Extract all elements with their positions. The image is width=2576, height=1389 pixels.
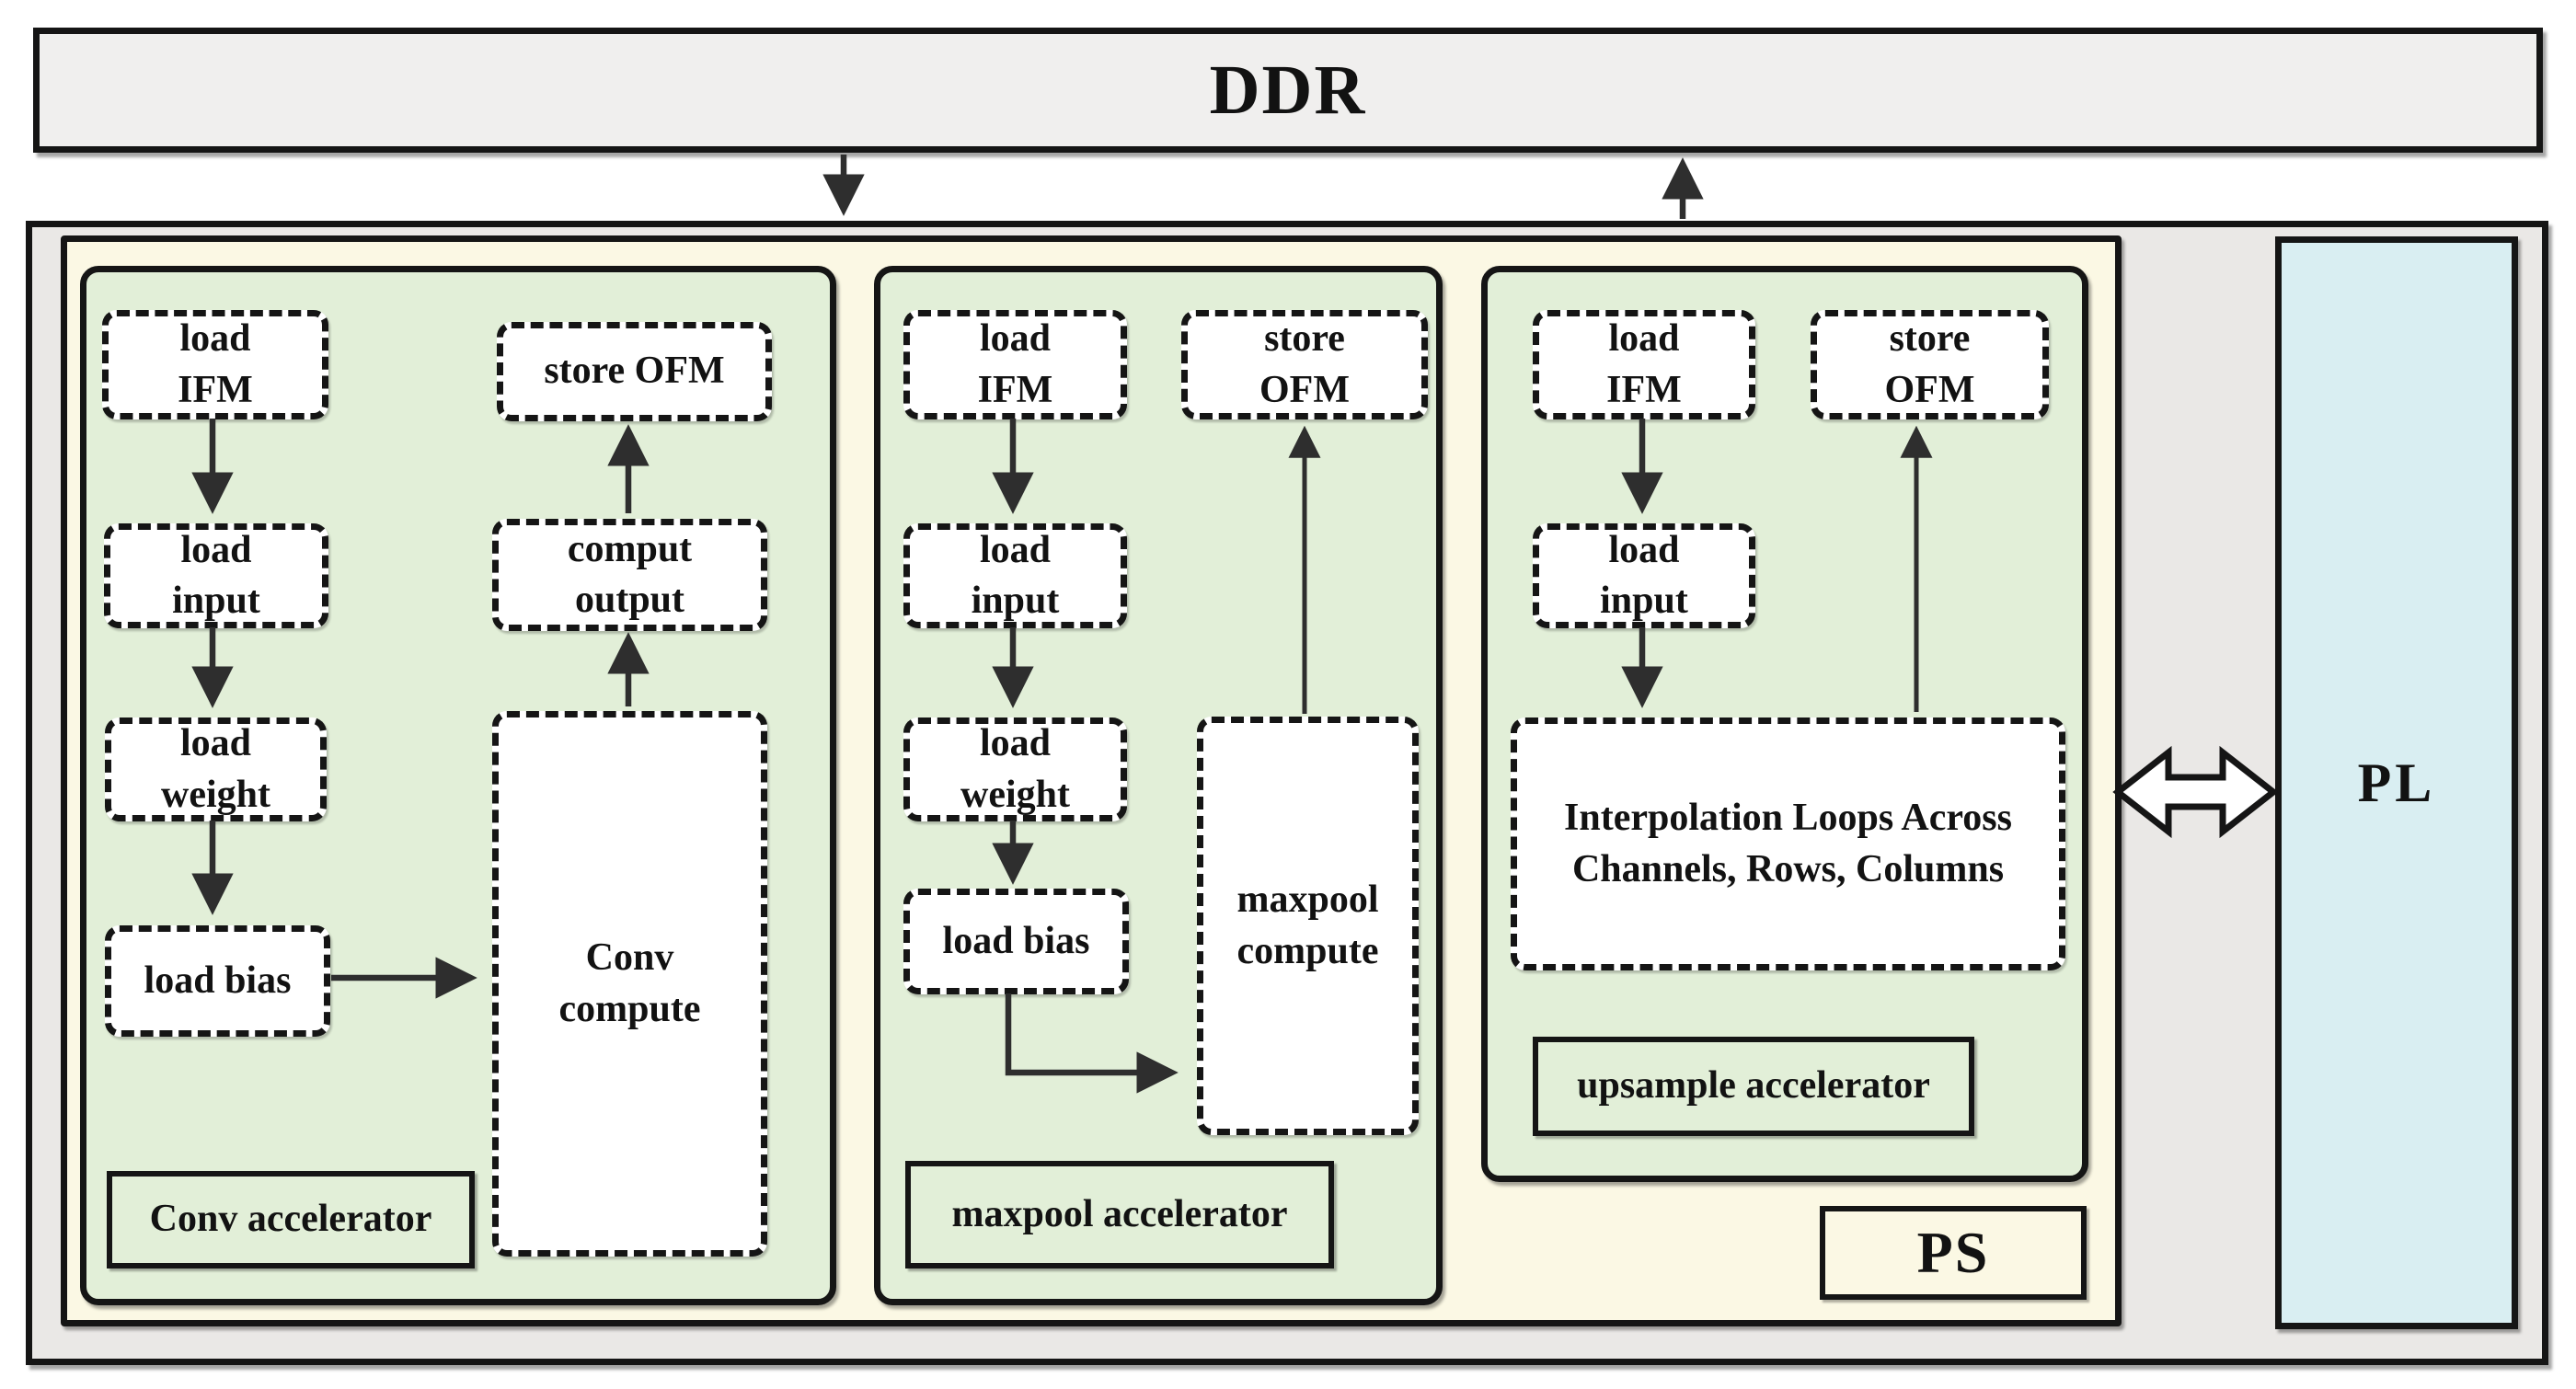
conv-accelerator-title-box: Conv accelerator [107,1171,475,1268]
maxpool-compute-box: maxpool compute [1197,717,1419,1135]
maxpool-load-weight-label: load weight [960,722,1070,816]
upsample-accelerator-title-box: upsample accelerator [1533,1037,1974,1136]
upsample-load-input-box: load input [1533,523,1755,628]
maxpool-accelerator-panel: load IFM store OFM load input load weigh… [874,266,1443,1305]
maxpool-load-weight-box: load weight [903,717,1127,821]
ps-label: PS [1916,1220,1990,1285]
conv-load-input-label: load input [172,528,260,622]
conv-comput-output-label: comput output [567,527,693,621]
conv-load-input-box: load input [104,523,328,628]
ps-label-box: PS [1820,1206,2087,1300]
maxpool-load-ifm-box: load IFM [903,310,1127,419]
upsample-accelerator-title: upsample accelerator [1577,1064,1930,1108]
conv-load-weight-box: load weight [105,717,327,821]
maxpool-load-input-box: load input [903,523,1127,628]
conv-load-ifm-label: load IFM [178,317,253,411]
upsample-store-ofm-box: store OFM [1811,310,2049,419]
maxpool-load-ifm-label: load IFM [977,317,1053,411]
ddr-box: DDR [33,28,2543,153]
conv-store-ofm-box: store OFM [497,322,772,421]
pl-box: PL [2275,236,2518,1329]
maxpool-load-bias-box: load bias [903,889,1129,994]
conv-load-bias-label: load bias [144,959,292,1002]
upsample-interpolation-box: Interpolation Loops Across Channels, Row… [1511,717,2065,970]
conv-store-ofm-label: store OFM [544,350,725,393]
upsample-load-input-label: load input [1600,528,1688,622]
conv-accelerator-title: Conv accelerator [149,1198,432,1241]
conv-load-weight-label: load weight [161,722,270,816]
maxpool-store-ofm-label: store OFM [1259,317,1350,411]
maxpool-compute-label: maxpool compute [1236,878,1379,972]
maxpool-accelerator-title-box: maxpool accelerator [905,1161,1334,1268]
conv-accelerator-panel: load IFM store OFM load input comput out… [80,266,836,1305]
upsample-store-ofm-label: store OFM [1884,317,1975,411]
conv-load-ifm-box: load IFM [102,310,328,419]
upsample-interpolation-label: Interpolation Loops Across Channels, Row… [1564,797,2012,890]
conv-compute-label: Conv compute [558,936,701,1030]
maxpool-load-input-label: load input [971,528,1060,622]
upsample-accelerator-panel: load IFM store OFM load input Interpolat… [1481,266,2088,1182]
conv-comput-output-box: comput output [492,519,767,631]
maxpool-store-ofm-box: store OFM [1181,310,1428,419]
maxpool-accelerator-title: maxpool accelerator [951,1192,1288,1235]
conv-load-bias-box: load bias [105,925,330,1037]
upsample-load-ifm-label: load IFM [1606,317,1682,411]
pl-label: PL [2357,752,2436,813]
maxpool-load-bias-label: load bias [942,919,1090,962]
upsample-load-ifm-box: load IFM [1533,310,1755,419]
ps-region: load IFM store OFM load input comput out… [61,235,2122,1326]
ddr-label: DDR [1209,51,1367,129]
conv-compute-box: Conv compute [492,711,767,1257]
